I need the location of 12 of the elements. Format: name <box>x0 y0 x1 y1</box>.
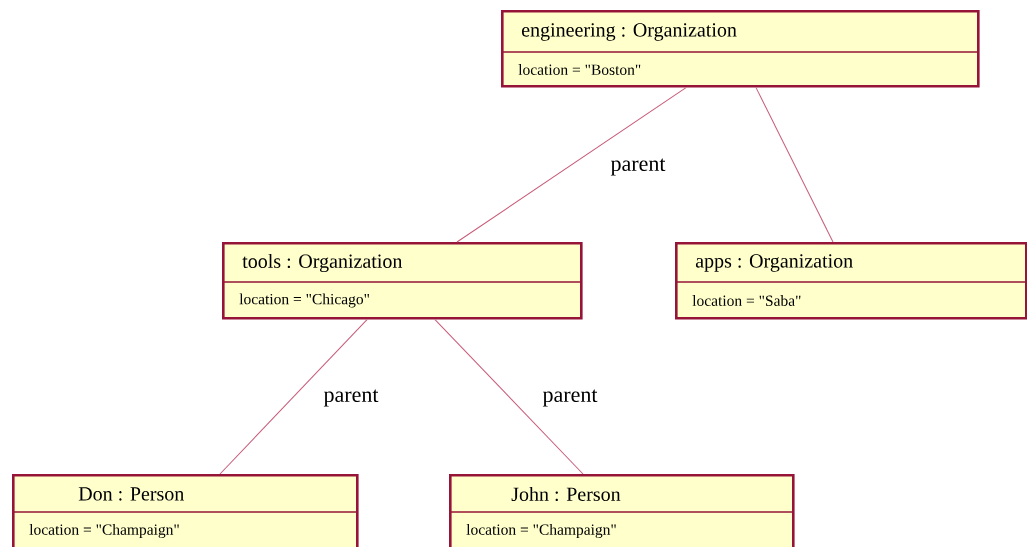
object-box: apps : Organization location = "Saba" <box>674 242 1027 320</box>
connector-line <box>755 87 834 243</box>
connector-line <box>434 319 584 475</box>
connector-line <box>456 87 687 243</box>
edge-label: parent <box>322 388 380 408</box>
edge-label: parent <box>609 157 667 177</box>
object-box: engineering : Organization location = "Boston" <box>500 10 980 88</box>
object-box: tools : Organization location = "Chicago" <box>221 242 583 320</box>
edge-label: parent <box>541 388 599 408</box>
object-box: John : Person location = "Champaign" <box>448 474 795 547</box>
connector-line <box>219 319 368 475</box>
object-box: Don : Person location = "Champaign" <box>11 474 359 547</box>
